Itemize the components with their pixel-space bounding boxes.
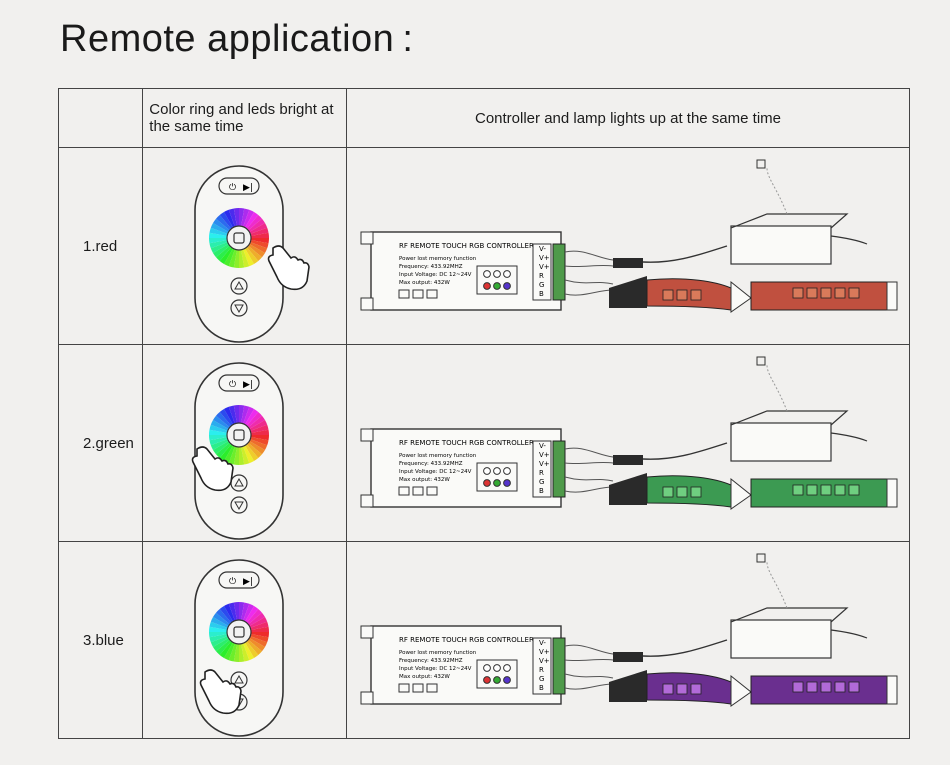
remote-control-illustration: ⏻ ▶| xyxy=(194,165,311,343)
terminal-block xyxy=(552,637,566,695)
controller-title: RF REMOTE TOUCH RGB CONTROLLER xyxy=(399,636,534,644)
terminal-label: B xyxy=(539,487,544,495)
led-strip xyxy=(750,281,888,311)
terminal-label: B xyxy=(539,684,544,692)
svg-text:Input Voltage: DC 12~24V: Input Voltage: DC 12~24V xyxy=(399,272,472,278)
terminal-label: B xyxy=(539,290,544,298)
terminal-block xyxy=(552,243,566,301)
plug-connector xyxy=(612,455,643,465)
center-button xyxy=(226,225,252,251)
header-col1 xyxy=(57,88,144,148)
terminal-label: G xyxy=(539,281,544,289)
terminal-label: V+ xyxy=(539,460,550,468)
remote-cell: ⏻ ▶| xyxy=(142,344,347,542)
center-button xyxy=(226,619,252,645)
remote-control-illustration: ⏻ ▶| xyxy=(194,559,285,737)
controller-box xyxy=(370,231,562,311)
svg-text:Input Voltage: DC 12~24V: Input Voltage: DC 12~24V xyxy=(399,469,472,475)
terminal-label: G xyxy=(539,478,544,486)
page-title: Remote application : xyxy=(60,18,414,60)
terminal-label: V+ xyxy=(539,657,550,665)
led-strip-segment xyxy=(646,672,732,705)
terminal-label: R xyxy=(539,272,544,280)
controller-cell: RF REMOTE TOUCH RGB CONTROLLER Power los… xyxy=(345,541,911,739)
power-adapter xyxy=(730,619,832,659)
terminal-label: R xyxy=(539,666,544,674)
power-button xyxy=(218,571,260,589)
table-header-row: Color ring and leds bright at the same t… xyxy=(57,88,911,148)
svg-text:Max output: 432W: Max output: 432W xyxy=(399,280,450,286)
table-row: 2.green ⏻ ▶| RF REMOTE TOUCH RGB CONTROL… xyxy=(57,344,911,542)
plug-connector xyxy=(612,652,643,662)
terminal-block xyxy=(552,440,566,498)
led-strip-segment xyxy=(646,475,732,508)
remote-cell: ⏻ ▶| xyxy=(142,541,347,739)
terminal-label: V+ xyxy=(539,451,550,459)
svg-text:Max output: 432W: Max output: 432W xyxy=(399,674,450,680)
strip-connector xyxy=(608,670,647,702)
svg-text:Power lost memory function: Power lost memory function xyxy=(399,453,477,459)
svg-text:Frequency: 433.92MHZ: Frequency: 433.92MHZ xyxy=(399,461,463,467)
pointing-hand-icon xyxy=(191,446,235,492)
controller-cell: RF REMOTE TOUCH RGB CONTROLLER Power los… xyxy=(345,147,911,345)
led-strip xyxy=(750,478,888,508)
row-label: 2.green xyxy=(57,344,144,542)
controller-box xyxy=(370,625,562,705)
svg-text:Frequency: 433.92MHZ: Frequency: 433.92MHZ xyxy=(399,264,463,270)
controller-cell: RF REMOTE TOUCH RGB CONTROLLER Power los… xyxy=(345,344,911,542)
pointing-hand-icon xyxy=(267,245,311,291)
terminal-label: V- xyxy=(539,639,546,647)
power-icon: ⏻ xyxy=(229,182,236,193)
terminal-label: V- xyxy=(539,245,546,253)
row-label: 3.blue xyxy=(57,541,144,739)
controller-lamp-illustration: RF REMOTE TOUCH RGB CONTROLLER Power los… xyxy=(360,159,898,313)
controller-lamp-illustration: RF REMOTE TOUCH RGB CONTROLLER Power los… xyxy=(360,356,898,510)
mode-icon: ▶| xyxy=(243,380,253,390)
terminal-label: V+ xyxy=(539,263,550,271)
strip-connector xyxy=(608,276,647,308)
led-strip-segment xyxy=(646,278,732,311)
application-table: Color ring and leds bright at the same t… xyxy=(57,88,911,739)
power-adapter xyxy=(730,225,832,265)
controller-box xyxy=(370,428,562,508)
brightness-up-icon xyxy=(230,277,248,295)
led-strip xyxy=(750,675,888,705)
terminal-label: V+ xyxy=(539,648,550,656)
row-label: 1.red xyxy=(57,147,144,345)
brightness-down-icon xyxy=(230,299,248,317)
terminal-label: G xyxy=(539,675,544,683)
table-row: 3.blue ⏻ ▶| RF REMOTE TOUCH RGB CONTROLL… xyxy=(57,541,911,739)
mode-icon: ▶| xyxy=(243,183,253,193)
remote-cell: ⏻ ▶| xyxy=(142,147,347,345)
center-button xyxy=(226,422,252,448)
terminal-label: R xyxy=(539,469,544,477)
controller-title: RF REMOTE TOUCH RGB CONTROLLER xyxy=(399,439,534,447)
plug-connector xyxy=(612,258,643,268)
table-row: 1.red ⏻ ▶| RF REMOTE TOUCH RGB CONTROLLE… xyxy=(57,147,911,345)
power-adapter xyxy=(730,422,832,462)
terminal-label: V- xyxy=(539,442,546,450)
brightness-down-icon xyxy=(230,496,248,514)
power-icon: ⏻ xyxy=(229,379,236,390)
mode-icon: ▶| xyxy=(243,577,253,587)
terminal-label: V+ xyxy=(539,254,550,262)
svg-text:Input Voltage: DC 12~24V: Input Voltage: DC 12~24V xyxy=(399,666,472,672)
power-icon: ⏻ xyxy=(229,576,236,587)
power-button xyxy=(218,177,260,195)
svg-text:Power lost memory function: Power lost memory function xyxy=(399,650,477,656)
controller-lamp-illustration: RF REMOTE TOUCH RGB CONTROLLER Power los… xyxy=(360,553,898,707)
controller-title: RF REMOTE TOUCH RGB CONTROLLER xyxy=(399,242,534,250)
header-color-ring: Color ring and leds bright at the same t… xyxy=(142,88,347,148)
power-button xyxy=(218,374,260,392)
svg-text:Max output: 432W: Max output: 432W xyxy=(399,477,450,483)
svg-text:Frequency: 433.92MHZ: Frequency: 433.92MHZ xyxy=(399,658,463,664)
remote-control-illustration: ⏻ ▶| xyxy=(191,362,285,540)
svg-text:Power lost memory function: Power lost memory function xyxy=(399,256,477,262)
pointing-hand-icon xyxy=(199,669,243,715)
header-controller-lamp: Controller and lamp lights up at the sam… xyxy=(345,88,911,148)
strip-connector xyxy=(608,473,647,505)
